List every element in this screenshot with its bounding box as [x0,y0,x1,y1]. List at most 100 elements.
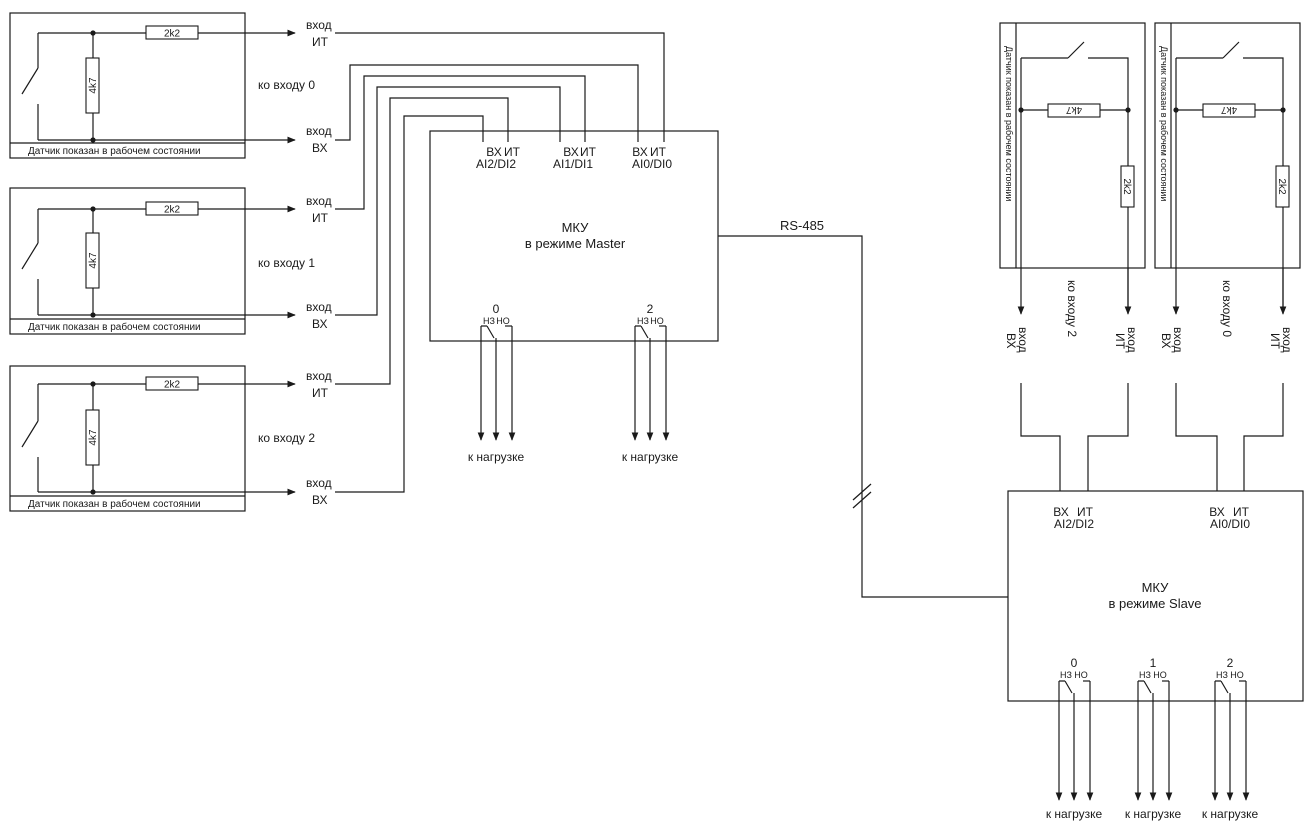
input-bx: ВХ [486,145,501,159]
input-name: AI0/DI0 [632,157,672,171]
input-sub-label: ВХ [312,493,327,507]
to-input-label: ко входу 2 [1065,280,1079,337]
left-sensor-outputs [245,29,296,496]
sensor-caption: Датчик показан в рабочем состоянии [1159,46,1169,201]
series-resistor-label: 2k2 [164,380,181,391]
series-resistor-label: 2k2 [1276,178,1287,195]
to-input-label: ко входу 0 [1220,280,1234,337]
parallel-resistor-label: 4k7 [1221,104,1238,115]
sensor-left-1: 2k2 4k7 Датчик показан в рабочем состоян… [9,187,246,335]
input-sub-label: ИТ [312,211,329,225]
load-label: к нагрузке [622,450,679,464]
relay-number: 0 [1071,656,1078,670]
input-sub-label: ИТ [1113,333,1127,350]
input-it: ИТ [650,145,667,159]
parallel-resistor-label: 4k7 [88,77,99,94]
to-input-label: ко входу 0 [258,78,315,92]
master-input-wiring [335,32,665,493]
load-label: к нагрузке [1125,807,1182,821]
series-resistor-label: 2k2 [164,205,181,216]
bus-label: RS-485 [780,218,824,233]
input-label: вход [1280,327,1294,353]
to-input-label: ко входу 1 [258,256,315,270]
resistor-parallel [85,409,100,466]
sensor-caption: Датчик показан в рабочем состоянии [28,498,201,510]
input-sub-label: ИТ [1268,333,1282,350]
input-name: AI2/DI2 [1054,517,1094,531]
relay-no: НО [1074,670,1088,680]
input-sub-label: ВХ [312,317,327,331]
input-sub-label: ИТ [312,386,329,400]
input-it: ИТ [1077,505,1094,519]
rs485-bus [718,235,1008,598]
input-label: вход [306,124,332,138]
input-bx: ВХ [563,145,578,159]
master-relay-outputs [477,325,670,441]
relay-nc: НЗ [637,316,649,326]
input-name: AI2/DI2 [476,157,516,171]
slave-relay-outputs [1055,680,1250,801]
resistor-series [145,201,199,216]
input-label: вход [1016,327,1030,353]
input-sub-label: ВХ [312,141,327,155]
relay-number: 2 [1227,656,1234,670]
input-name: AI0/DI0 [1210,517,1250,531]
sensor-right-0: Датчик показан в рабочем состоянии 4k7 2… [999,22,1146,315]
to-input-label: ко входу 2 [258,431,315,445]
resistor-series [145,376,199,391]
master-title: МКУ [562,220,590,235]
input-sub-label: ВХ [1004,333,1018,348]
sensor-caption: Датчик показан в рабочем состоянии [28,321,201,333]
master-controller: ВХ ИТ AI2/DI2 ВХ ИТ AI1/DI1 ВХ ИТ AI0/DI… [429,130,719,342]
slave-title: МКУ [1142,580,1170,595]
relay-no: НО [496,316,510,326]
input-it: ИТ [580,145,597,159]
load-label: к нагрузке [1202,807,1259,821]
resistor-series [1275,165,1290,208]
relay-nc: НЗ [483,316,495,326]
relay-no: НО [1153,670,1167,680]
relay-number: 1 [1150,656,1157,670]
input-bx: ВХ [632,145,647,159]
master-subtitle: в режиме Master [525,236,626,251]
input-it: ИТ [504,145,521,159]
input-it: ИТ [1233,505,1250,519]
resistor-parallel [1047,103,1101,118]
sensor-caption: Датчик показан в рабочем состоянии [1004,46,1014,201]
input-label: вход [306,476,332,490]
relay-number: 0 [493,302,500,316]
relay-nc: НЗ [1216,670,1228,680]
load-label: к нагрузке [468,450,525,464]
slave-controller: ВХ ИТ AI2/DI2 ВХ ИТ AI0/DI0 МКУ в режиме… [1007,490,1304,702]
input-bx: ВХ [1053,505,1068,519]
relay-nc: НЗ [1139,670,1151,680]
series-resistor-label: 2k2 [164,29,181,40]
slave-input-wiring [1020,383,1284,491]
input-sub-label: ИТ [312,35,329,49]
input-label: вход [306,369,332,383]
input-bx: ВХ [1209,505,1224,519]
resistor-parallel [1202,103,1256,118]
parallel-resistor-label: 4k7 [88,429,99,446]
series-resistor-label: 2k2 [1121,178,1132,195]
sensor-left-0: 2k2 4k7 Датчик показан в рабочем состоян… [9,12,246,159]
input-name: AI1/DI1 [553,157,593,171]
relay-nc: НЗ [1060,670,1072,680]
load-label: к нагрузке [1046,807,1103,821]
input-label: вход [306,300,332,314]
parallel-resistor-label: 4k7 [88,252,99,269]
resistor-series [1120,165,1135,208]
resistor-parallel [85,232,100,289]
input-label: вход [1171,327,1185,353]
relay-number: 2 [647,302,654,316]
input-label: вход [1125,327,1139,353]
relay-no: НО [650,316,664,326]
input-label: вход [306,194,332,208]
sensor-caption: Датчик показан в рабочем состоянии [28,145,201,157]
relay-no: НО [1230,670,1244,680]
sensor-left-2: 2k2 4k7 Датчик показан в рабочем состоян… [9,365,246,512]
resistor-series [145,25,199,40]
resistor-parallel [85,57,100,114]
input-sub-label: ВХ [1159,333,1173,348]
